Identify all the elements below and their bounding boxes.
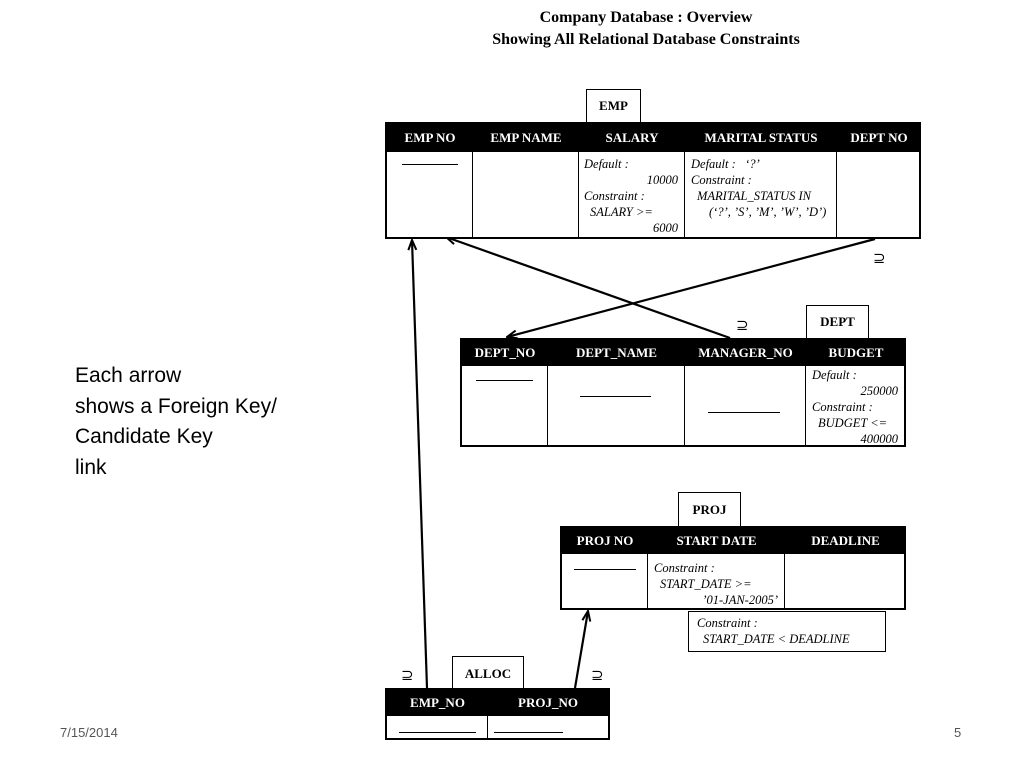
- default-line: Default : ‘?’: [691, 156, 833, 172]
- side-note-line: link: [75, 455, 107, 479]
- default-value: 10000: [646, 173, 678, 187]
- constraint-text: SALARY >=: [590, 205, 653, 219]
- column-header: START DATE: [676, 533, 757, 548]
- constraint-label: Constraint :: [697, 616, 758, 630]
- dept-table-name: DEPT: [806, 305, 869, 339]
- proj-body: Constraint : START_DATE >= ’01-JAN-2005’: [562, 554, 904, 608]
- page-number: 5: [954, 725, 962, 740]
- alloc-header: EMP_NO PROJ_NO: [387, 690, 608, 716]
- emp-body: Default : 10000 Constraint : SALARY >= 6…: [387, 152, 919, 237]
- column-header: EMP_NO: [410, 695, 465, 710]
- side-note-line: Each arrow: [75, 364, 182, 387]
- emp-table: EMP NO EMP NAME SALARY MARITAL STATUS DE…: [385, 122, 921, 239]
- primary-key-underline: [402, 164, 458, 165]
- column-header: PROJ NO: [576, 533, 634, 548]
- constraint-text: START_DATE < DEADLINE: [703, 632, 850, 646]
- start-date-constraints: Constraint : START_DATE >= ’01-JAN-2005’: [654, 560, 782, 608]
- subset-symbol: ⊇: [736, 316, 749, 334]
- marital-status-constraints: Default : ‘?’ Constraint : MARITAL_STATU…: [691, 156, 833, 237]
- column-header: DEPT_NAME: [576, 345, 657, 360]
- unique-key-underline: [708, 412, 780, 413]
- subset-symbol: ⊇: [401, 666, 414, 684]
- emp-header: EMP NO EMP NAME SALARY MARITAL STATUS DE…: [387, 124, 919, 152]
- primary-key-underline: [399, 732, 476, 733]
- column-header: PROJ_NO: [518, 695, 578, 710]
- subset-symbol: ⊇: [591, 666, 604, 684]
- constraint-text: (‘?’, ’S’, ’M’, ’W’, ’D’): [709, 205, 827, 219]
- side-note-line: shows a Foreign Key/: [75, 394, 277, 418]
- arrow-alloc-emp: [412, 240, 429, 689]
- proj-table-constraint: Constraint : START_DATE < DEADLINE: [688, 611, 886, 652]
- constraint-text: BUDGET <=: [818, 416, 888, 430]
- primary-key-underline: [476, 380, 533, 381]
- column-header: EMP NO: [404, 130, 456, 145]
- column-header: MANAGER_NO: [698, 345, 793, 360]
- emp-table-name: EMP: [586, 89, 641, 123]
- alloc-table-name: ALLOC: [452, 656, 524, 691]
- diagram-subtitle: Showing All Relational Database Constrai…: [492, 31, 800, 48]
- proj-table-name: PROJ: [678, 492, 741, 527]
- primary-key-underline: [574, 569, 636, 570]
- proj-header: PROJ NO START DATE DEADLINE: [562, 528, 904, 554]
- primary-key-underline: [494, 732, 563, 733]
- constraint-text: MARITAL_STATUS IN: [697, 189, 812, 203]
- column-header: MARITAL STATUS: [704, 130, 818, 145]
- alloc-body: [387, 716, 608, 738]
- default-label: Default :: [584, 157, 629, 171]
- salary-constraints: Default : 10000 Constraint : SALARY >= 6…: [584, 156, 678, 237]
- unique-key-underline: [580, 396, 651, 397]
- default-label: Default :: [691, 157, 736, 171]
- dept-table: DEPT_NO DEPT_NAME MANAGER_NO BUDGET Defa…: [460, 338, 906, 447]
- dept-header: DEPT_NO DEPT_NAME MANAGER_NO BUDGET: [462, 340, 904, 366]
- constraint-text: START_DATE >=: [660, 577, 752, 591]
- constraint-label: Constraint :: [812, 400, 873, 414]
- column-header: SALARY: [605, 130, 659, 145]
- column-header: DEADLINE: [811, 533, 880, 548]
- default-value: ‘?’: [745, 157, 760, 171]
- side-note: Each arrow shows a Foreign Key/ Candidat…: [75, 361, 277, 483]
- column-header: DEPT NO: [850, 130, 908, 145]
- column-header: EMP NAME: [490, 130, 562, 145]
- constraint-label: Constraint :: [584, 189, 645, 203]
- arrow-dept-manager-emp: [446, 237, 731, 340]
- subset-symbol: ⊇: [873, 249, 886, 267]
- budget-constraints: Default : 250000 Constraint : BUDGET <= …: [812, 367, 899, 446]
- default-value: 250000: [860, 384, 899, 398]
- constraint-label: Constraint :: [691, 173, 752, 187]
- constraint-text: 6000: [653, 221, 678, 235]
- constraint-text: ’01-JAN-2005’: [702, 593, 778, 607]
- side-note-line: Candidate Key: [75, 425, 213, 448]
- arrow-alloc-proj: [573, 611, 588, 689]
- column-header: DEPT_NO: [474, 345, 536, 360]
- constraint-text: 400000: [860, 432, 899, 446]
- arrow-emp-dept: [507, 237, 876, 337]
- proj-table: PROJ NO START DATE DEADLINE Constraint :…: [560, 526, 906, 610]
- constraint-label: Constraint :: [654, 561, 715, 575]
- footer-date: 7/15/2014: [60, 725, 118, 740]
- diagram-title: Company Database : Overview: [539, 9, 753, 26]
- default-label: Default :: [812, 368, 857, 382]
- column-header: BUDGET: [828, 345, 884, 360]
- alloc-table: EMP_NO PROJ_NO: [385, 688, 610, 740]
- dept-body: Default : 250000 Constraint : BUDGET <= …: [462, 366, 904, 446]
